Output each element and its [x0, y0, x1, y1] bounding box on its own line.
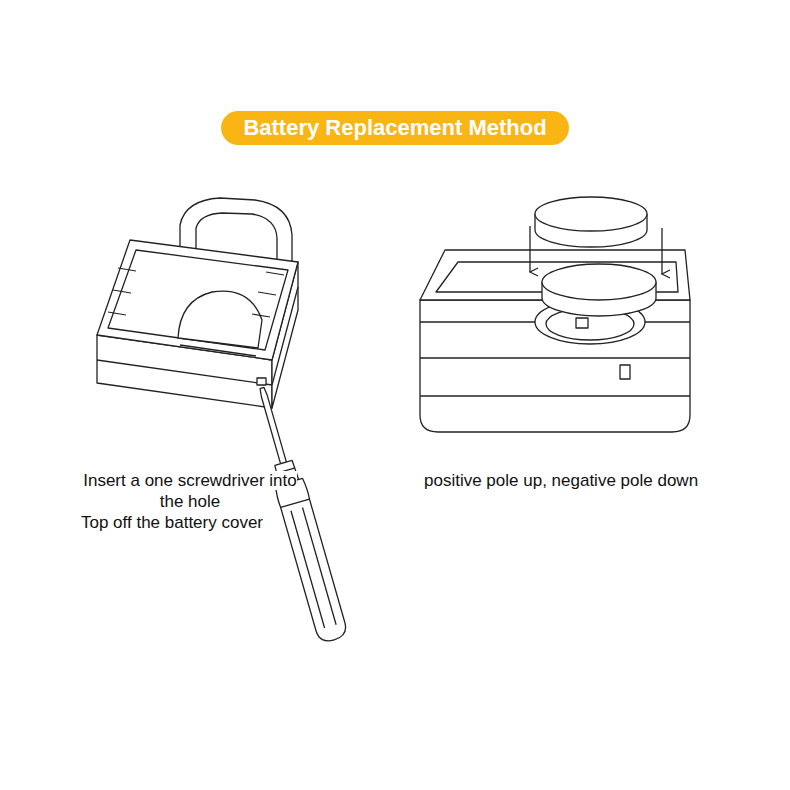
- battery-compartment-drawing: [420, 197, 690, 432]
- instruction-label: positive pole up, negative pole down: [424, 471, 698, 490]
- instruction-text: Top off the battery cover: [42, 512, 302, 533]
- instruction-label: Top off the battery cover: [81, 513, 263, 532]
- padlock-drawing: [97, 198, 298, 408]
- title-row: Battery Replacement Method: [0, 111, 790, 145]
- instruction-text: positive pole up, negative pole down: [424, 470, 786, 491]
- title-pill: Battery Replacement Method: [221, 111, 568, 145]
- instruction-text: Insert a one screwdriver into the hole: [80, 470, 300, 512]
- instruction-label: Insert a one screwdriver into the hole: [83, 471, 297, 511]
